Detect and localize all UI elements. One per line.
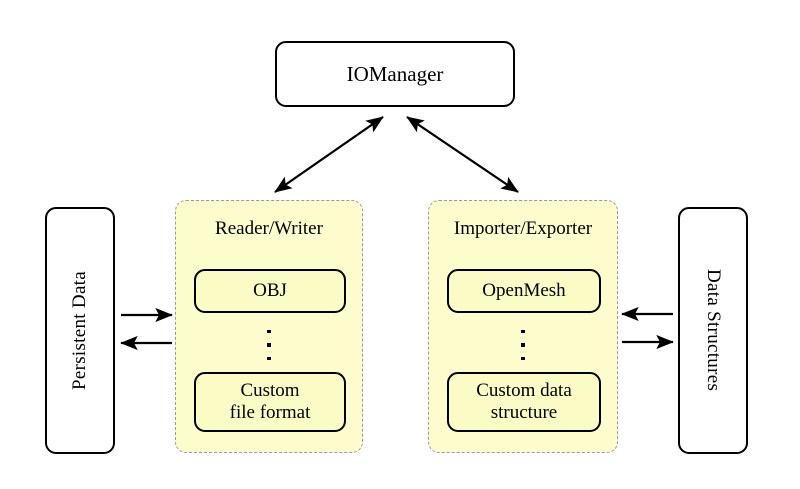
group-importer-exporter-ellipsis xyxy=(521,330,525,360)
node-iomanager[interactable]: IOManager xyxy=(275,41,515,107)
module-custom-data-structure-label-line2: structure xyxy=(490,402,558,423)
arrow-manager-readerwriter xyxy=(274,116,384,193)
module-openmesh[interactable]: OpenMesh xyxy=(447,269,601,313)
module-obj-label: OBJ xyxy=(253,279,287,301)
module-custom-file-format[interactable]: Custom file format xyxy=(194,372,346,432)
module-custom-file-format-label-line1: Custom xyxy=(240,379,300,401)
group-reader-writer-ellipsis xyxy=(267,330,271,360)
group-importer-exporter-title: Importer/Exporter xyxy=(453,218,593,239)
module-obj[interactable]: OBJ xyxy=(194,269,346,313)
module-openmesh-label: OpenMesh xyxy=(482,279,566,301)
node-data-structures-label: Data Structures xyxy=(703,269,725,392)
module-custom-data-structure[interactable]: Custom data structure xyxy=(447,372,601,432)
group-reader-writer-title: Reader/Writer xyxy=(215,218,323,239)
node-data-structures[interactable]: Data Structures xyxy=(678,207,748,454)
node-iomanager-label: IOManager xyxy=(346,61,444,86)
arrow-manager-importerexporter xyxy=(406,116,519,193)
module-custom-data-structure-label-line1: Custom data xyxy=(476,379,572,401)
node-persistent-data[interactable]: Persistent Data xyxy=(45,207,115,454)
group-importer-exporter[interactable]: Importer/Exporter OpenMesh Custom data s… xyxy=(428,200,618,453)
group-reader-writer[interactable]: Reader/Writer OBJ Custom file format xyxy=(175,200,363,453)
module-custom-file-format-label-line2: file format xyxy=(229,402,311,423)
node-persistent-data-label: Persistent Data xyxy=(68,270,90,390)
